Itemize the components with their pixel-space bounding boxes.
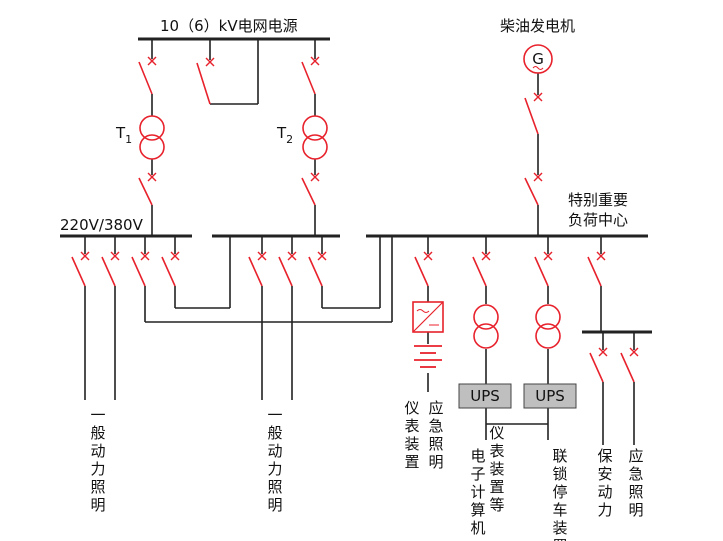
- t1-subscript: 1: [125, 133, 132, 146]
- switch-group: [71, 56, 639, 383]
- voltage-label: 220V/380V: [60, 216, 144, 234]
- t2-main: T: [276, 124, 287, 142]
- generator-icon: G: [523, 44, 553, 74]
- ups-2-label: UPS: [535, 387, 565, 405]
- ups-1-label: UPS: [470, 387, 500, 405]
- transformer-ups2-icon: [535, 304, 561, 349]
- switch-icon: [196, 57, 215, 105]
- t2-label: T2: [276, 124, 293, 146]
- grid-source-label: 10（6）kV电网电源: [160, 17, 298, 35]
- switch-icon: [248, 251, 267, 287]
- vertical-labels: 一般动力照明一般动力照明仪表装置应急照明电子计算机仪表装置等联锁停车装置保安动力…: [90, 399, 643, 541]
- vertical-label-instrument-etc: 仪表装置等: [489, 424, 504, 514]
- vertical-label-security-power: 保安动力: [597, 447, 612, 519]
- generator-symbol: G: [532, 50, 544, 68]
- switch-icon: [301, 56, 320, 95]
- ups-2-box: UPS: [523, 383, 577, 409]
- switch-icon: [587, 251, 606, 287]
- t1-label: T1: [115, 124, 132, 146]
- diesel-generator-label: 柴油发电机: [500, 17, 575, 35]
- switch-icon: [308, 251, 327, 287]
- switch-icon: [71, 251, 90, 287]
- switch-icon: [524, 92, 543, 135]
- switch-icon: [138, 56, 157, 95]
- vertical-label-general-mid: 一般动力照明: [267, 406, 282, 514]
- critical-load-label-line1: 特别重要: [568, 191, 628, 209]
- wiring: [60, 37, 652, 445]
- switch-icon: [161, 251, 180, 287]
- switch-icon: [414, 251, 433, 287]
- battery-icon: [414, 345, 442, 368]
- switch-icon: [138, 172, 157, 206]
- switch-icon: [620, 347, 639, 383]
- transformer-t1-icon: [139, 115, 165, 160]
- switch-icon: [589, 347, 608, 383]
- switch-icon: [131, 251, 150, 287]
- switch-icon: [524, 172, 543, 206]
- vertical-label-instrument: 仪表装置: [404, 399, 419, 471]
- vertical-label-emergency-lighting-2: 应急照明: [628, 447, 643, 519]
- rectifier-icon: [412, 301, 444, 333]
- switch-icon: [278, 251, 297, 287]
- vertical-label-general-left: 一般动力照明: [90, 406, 105, 514]
- transformer-ups1-icon: [473, 304, 499, 349]
- vertical-label-computer: 电子计算机: [470, 447, 485, 537]
- switch-icon: [101, 251, 120, 287]
- transformer-t2-icon: [302, 115, 328, 160]
- critical-load-label-line2: 负荷中心: [568, 211, 628, 229]
- switch-icon: [301, 172, 320, 206]
- vertical-label-emergency-lighting-1: 应急照明: [428, 399, 443, 471]
- switch-icon: [472, 251, 491, 287]
- vertical-label-interlock: 联锁停车装置: [552, 447, 567, 541]
- t1-main: T: [115, 124, 126, 142]
- ups-1-box: UPS: [458, 383, 512, 409]
- switch-icon: [534, 251, 553, 287]
- t2-subscript: 2: [286, 133, 293, 146]
